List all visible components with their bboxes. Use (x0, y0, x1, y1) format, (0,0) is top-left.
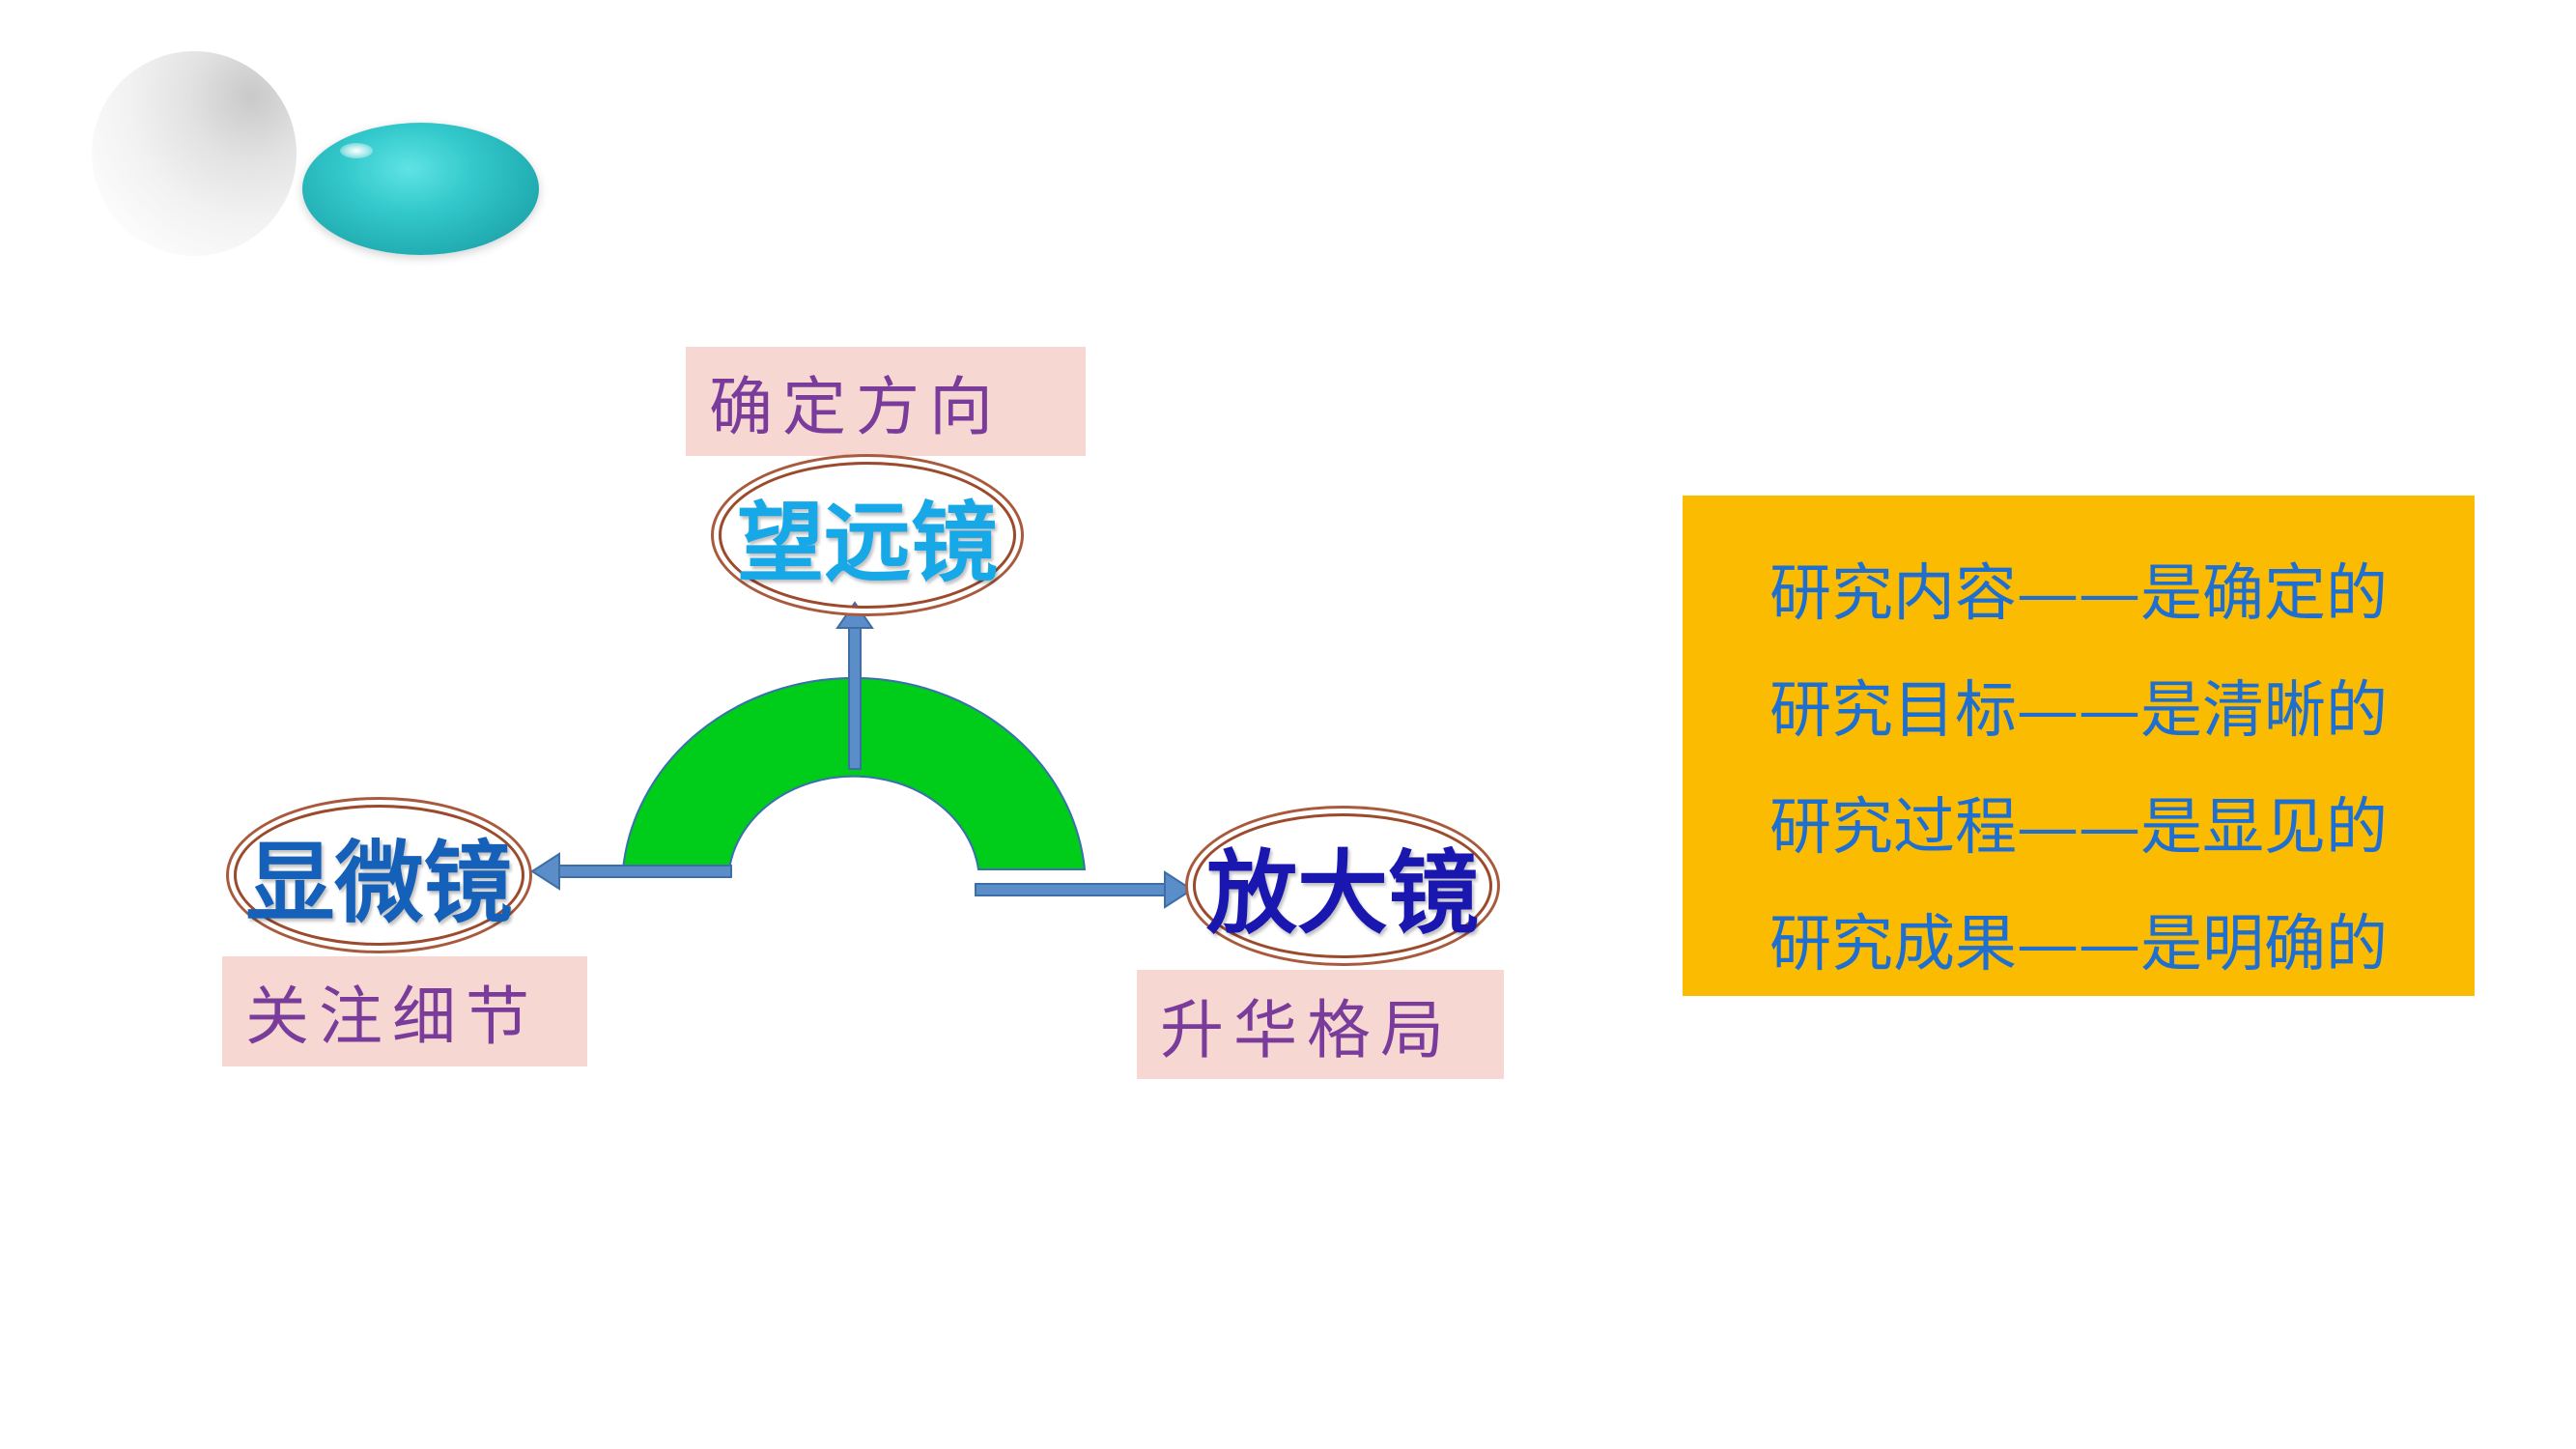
teal-sphere-decoration (302, 123, 539, 255)
microscope-label: 显微镜 (245, 830, 513, 935)
oval-telescope: 望远镜 (719, 462, 1016, 609)
caption-right: 升华格局 (1137, 970, 1504, 1079)
caption-left-text: 关注细节 (245, 980, 539, 1054)
green-arch (621, 676, 1087, 870)
telescope-label: 望远镜 (737, 492, 998, 594)
caption-top: 确定方向 (686, 347, 1086, 456)
gray-sphere-decoration (92, 51, 297, 256)
summary-line-2: 研究目标——是清晰的 (1769, 675, 2388, 747)
caption-top-text: 确定方向 (709, 369, 1003, 444)
summary-line-4: 研究成果——是明确的 (1769, 909, 2388, 980)
summary-box: 研究内容——是确定的 研究目标——是清晰的 研究过程——是显见的 研究成果——是… (1683, 496, 2475, 996)
caption-right-text: 升华格局 (1160, 992, 1454, 1067)
arrow-right (975, 870, 1194, 909)
oval-magnifier: 放大镜 (1193, 813, 1492, 958)
summary-line-1: 研究内容——是确定的 (1769, 558, 2388, 630)
magnifier-label: 放大镜 (1205, 840, 1479, 947)
arrow-up (835, 601, 874, 770)
summary-line-3: 研究过程——是显见的 (1769, 792, 2388, 864)
oval-microscope: 显微镜 (234, 805, 524, 946)
caption-left: 关注细节 (222, 956, 587, 1066)
teal-sphere-highlight (340, 143, 373, 158)
arrow-left (530, 852, 732, 891)
